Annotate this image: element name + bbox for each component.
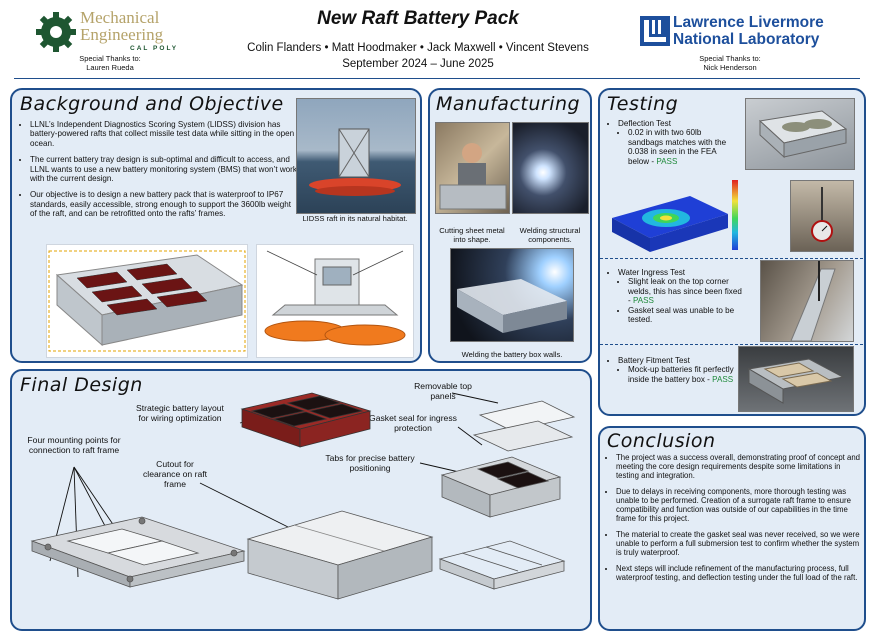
conclusion-bullet-3: The material to create the gasket seal w… (616, 530, 862, 557)
final-design-panel: Final Design Four mounting points for co… (10, 369, 592, 631)
deflection-title: Deflection Test (618, 119, 736, 128)
testing-divider-2 (600, 344, 864, 345)
water-ingress-result-1: Slight leak on the top corner welds, thi… (628, 277, 746, 305)
background-bullet-3: Our objective is to design a new battery… (30, 190, 298, 218)
deflection-result: 0.02 in with two 60lb sandbags matches w… (628, 128, 736, 166)
fitment-test: Battery Fitment Test Mock-up batteries f… (606, 356, 736, 384)
background-title: Background and Objective (20, 93, 284, 115)
right-thanks-name: Nick Henderson (703, 63, 757, 72)
fitment-text: Mock-up batteries fit perfectly inside t… (628, 365, 734, 384)
callout-gasket-seal: Gasket seal for ingress protection (369, 413, 457, 433)
right-thanks-label: Special Thanks to: (699, 54, 761, 63)
conclusion-bullet-2: Due to delays in receiving components, m… (616, 487, 862, 523)
raft-cad-render (256, 244, 414, 358)
water-ingress-test: Water Ingress Test Slight leak on the to… (606, 268, 746, 324)
background-panel: Background and Objective LLNL’s Independ… (10, 88, 422, 363)
callout-tabs: Tabs for precise battery positioning (325, 453, 415, 473)
testing-divider-1 (600, 258, 864, 259)
sandbag-gauge-photo (790, 180, 854, 252)
water-ingress-pass: PASS (632, 296, 654, 306)
authors: Colin Flanders • Matt Hoodmaker • Jack M… (247, 42, 589, 54)
fitment-pass: PASS (712, 374, 734, 384)
welding-structural-photo (512, 122, 589, 214)
raft-photo-caption: LIDSS raft in its natural habitat. (302, 214, 408, 223)
deflection-photo (745, 98, 855, 170)
fitment-photo (738, 346, 854, 412)
fea-render (604, 174, 744, 256)
deflection-text: 0.02 in with two 60lb sandbags matches w… (628, 128, 727, 166)
llnl-logo: Lawrence Livermore National Laboratory (640, 14, 840, 50)
callout-battery-layout: Strategic battery layout for wiring opti… (136, 403, 224, 423)
left-thanks-label: Special Thanks to: (79, 54, 141, 63)
fitment-result: Mock-up batteries fit perfectly inside t… (628, 365, 736, 384)
fitment-title: Battery Fitment Test (618, 356, 736, 365)
gear-icon (36, 12, 76, 52)
page-title: New Raft Battery Pack (317, 8, 519, 29)
deflection-pass: PASS (656, 156, 678, 166)
calpoly-logo-line1: Mechanical (80, 8, 160, 27)
conclusion-bullet-4: Next steps will include refinement of th… (616, 564, 862, 582)
llnl-mark-icon (640, 16, 670, 46)
background-bullet-2: The current battery tray design is sub-o… (30, 155, 298, 183)
conclusion-text: The project was a success overall, demon… (604, 453, 862, 589)
callout-mounting-points: Four mounting points for connection to r… (27, 435, 121, 455)
calpoly-logo-sub: CAL POLY (130, 45, 179, 52)
cutting-photo (435, 122, 510, 214)
water-ingress-title: Water Ingress Test (618, 268, 746, 277)
conclusion-title: Conclusion (607, 430, 716, 452)
manufacturing-panel: Manufacturing Cutting sheet metal into s… (428, 88, 592, 363)
welding-box-caption: Welding the battery box walls. (461, 350, 563, 359)
header-rule (14, 78, 860, 79)
callout-cutout: Cutout for clearance on raft frame (142, 459, 207, 489)
final-design-title: Final Design (20, 374, 143, 396)
water-ingress-text-1: Slight leak on the top corner welds, thi… (628, 277, 742, 306)
left-thanks-name: Lauren Rueda (86, 63, 134, 72)
llnl-logo-line1: Lawrence Livermore (673, 14, 824, 31)
water-ingress-result-2: Gasket seal was unable to be tested. (628, 306, 746, 325)
testing-title: Testing (607, 93, 679, 115)
water-ingress-photo (760, 260, 854, 342)
background-text: LLNL’s Independent Diagnostics Scoring S… (18, 120, 298, 226)
raft-photo (296, 98, 416, 214)
conclusion-panel: Conclusion The project was a success ove… (598, 426, 866, 631)
conclusion-bullet-1: The project was a success overall, demon… (616, 453, 862, 480)
callout-removable-panels: Removable top panels (414, 381, 472, 401)
calpoly-logo-line2: Engineering (80, 25, 164, 44)
calpoly-logo: Mechanical Engineering CAL POLY (34, 8, 224, 54)
welding-box-photo (450, 248, 574, 342)
testing-panel: Testing Deflection Test 0.02 in with two… (598, 88, 866, 416)
llnl-logo-line2: National Laboratory (673, 31, 820, 48)
old-tray-cad-render (46, 244, 248, 358)
final-design-render (30, 392, 576, 600)
deflection-test: Deflection Test 0.02 in with two 60lb sa… (606, 119, 736, 166)
manufacturing-title: Manufacturing (436, 93, 581, 115)
welding-structural-caption: Welding structural components. (519, 226, 581, 244)
background-bullet-1: LLNL’s Independent Diagnostics Scoring S… (30, 120, 298, 148)
project-dates: September 2024 – June 2025 (342, 58, 494, 70)
cutting-caption: Cutting sheet metal into shape. (439, 226, 505, 244)
header: Mechanical Engineering CAL POLY Special … (0, 0, 876, 84)
